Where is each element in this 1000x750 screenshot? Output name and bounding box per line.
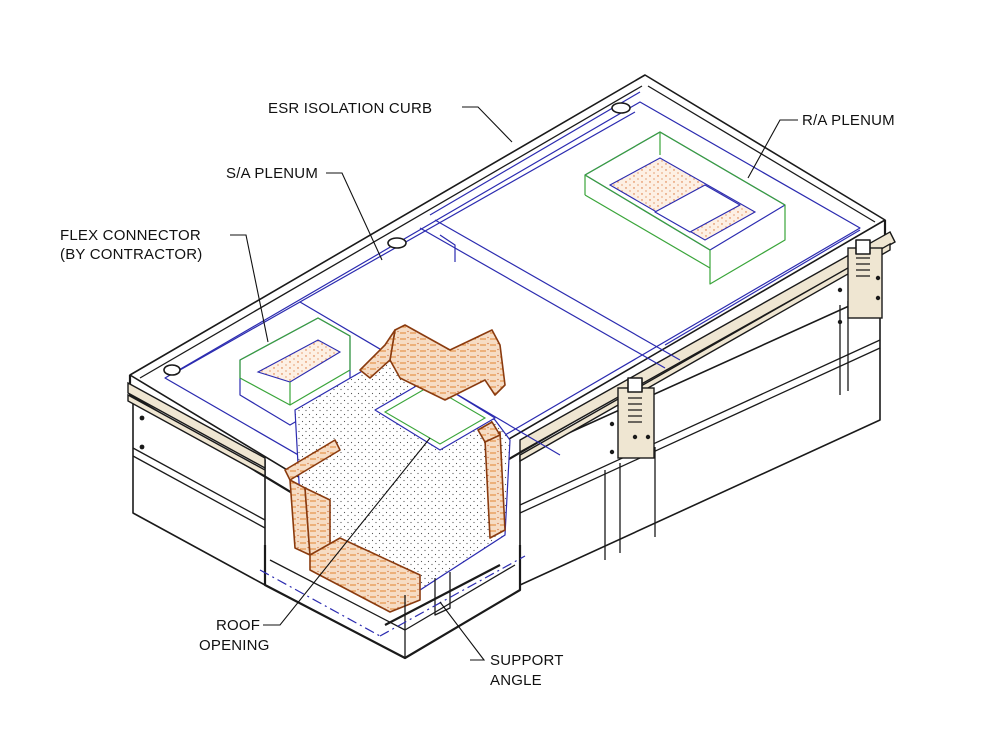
spring-isolators — [163, 102, 883, 459]
label-roof-opening-line2: OPENING — [199, 637, 270, 654]
leader-ra-plenum — [747, 119, 798, 179]
label-sa-plenum: S/A PLENUM — [226, 165, 318, 182]
label-flex-connector-line1: FLEX CONNECTOR — [60, 227, 201, 244]
callout-labels: ESR ISOLATION CURB R/A PLENUM S/A PLENUM… — [60, 100, 895, 689]
leader-flex-connector — [230, 234, 269, 343]
spring-isolator-right — [847, 239, 883, 319]
label-support-angle-line1: SUPPORT — [490, 652, 564, 669]
leader-esr-isolation-curb — [462, 106, 513, 143]
leader-roof-opening — [263, 437, 431, 626]
support-angles — [259, 545, 526, 660]
label-ra-plenum: R/A PLENUM — [802, 112, 895, 129]
leader-support-angle — [439, 601, 486, 661]
spring-isolator-front — [617, 377, 655, 459]
isolation-rails — [127, 231, 896, 478]
label-flex-connector-line2: (BY CONTRACTOR) — [60, 246, 202, 263]
insulated-duct-walls — [284, 324, 506, 613]
label-support-angle-line2: ANGLE — [490, 672, 542, 689]
anchor-bolts — [139, 287, 843, 455]
label-roof-opening-line1: ROOF — [216, 617, 260, 634]
label-esr-isolation-curb: ESR ISOLATION CURB — [268, 100, 432, 117]
leader-lines — [230, 106, 798, 661]
spring-isolator-back-left — [163, 102, 631, 376]
ra-plenum — [584, 131, 786, 285]
leader-sa-plenum — [326, 172, 383, 261]
